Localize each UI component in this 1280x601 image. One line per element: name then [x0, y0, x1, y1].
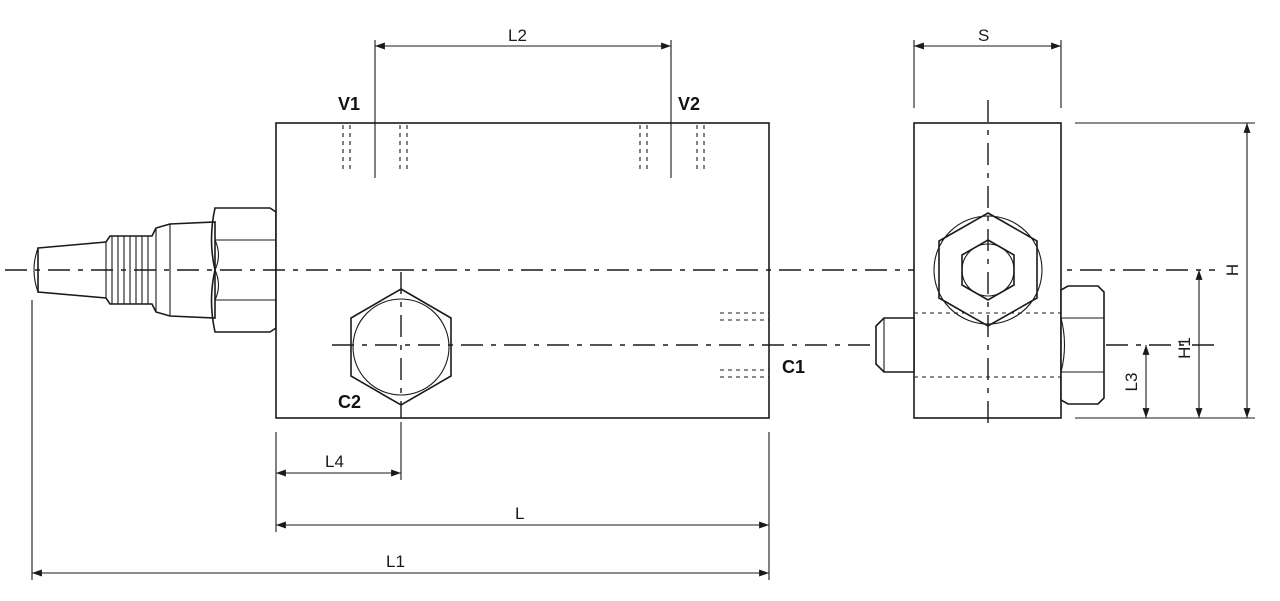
- dim-label-s: S: [978, 26, 989, 45]
- dim-label-h1: H1: [1175, 337, 1194, 359]
- dimension-lines: [31, 42, 1255, 580]
- dim-label-l1: L1: [386, 552, 405, 571]
- port-label-c2: C2: [338, 392, 361, 412]
- dim-label-l3: L3: [1122, 373, 1141, 392]
- port-label-v1: V1: [338, 94, 360, 114]
- side-plug: [875, 285, 1105, 405]
- side-view: [875, 40, 1105, 428]
- dim-label-h: H: [1223, 264, 1242, 276]
- front-view: [5, 40, 1215, 419]
- dim-label-l: L: [515, 504, 524, 523]
- port-label-c1: C1: [782, 357, 805, 377]
- dim-label-l2: L2: [508, 26, 527, 45]
- port-label-v2: V2: [678, 94, 700, 114]
- hidden-bores-side: [720, 312, 769, 378]
- dim-label-l4: L4: [325, 452, 344, 471]
